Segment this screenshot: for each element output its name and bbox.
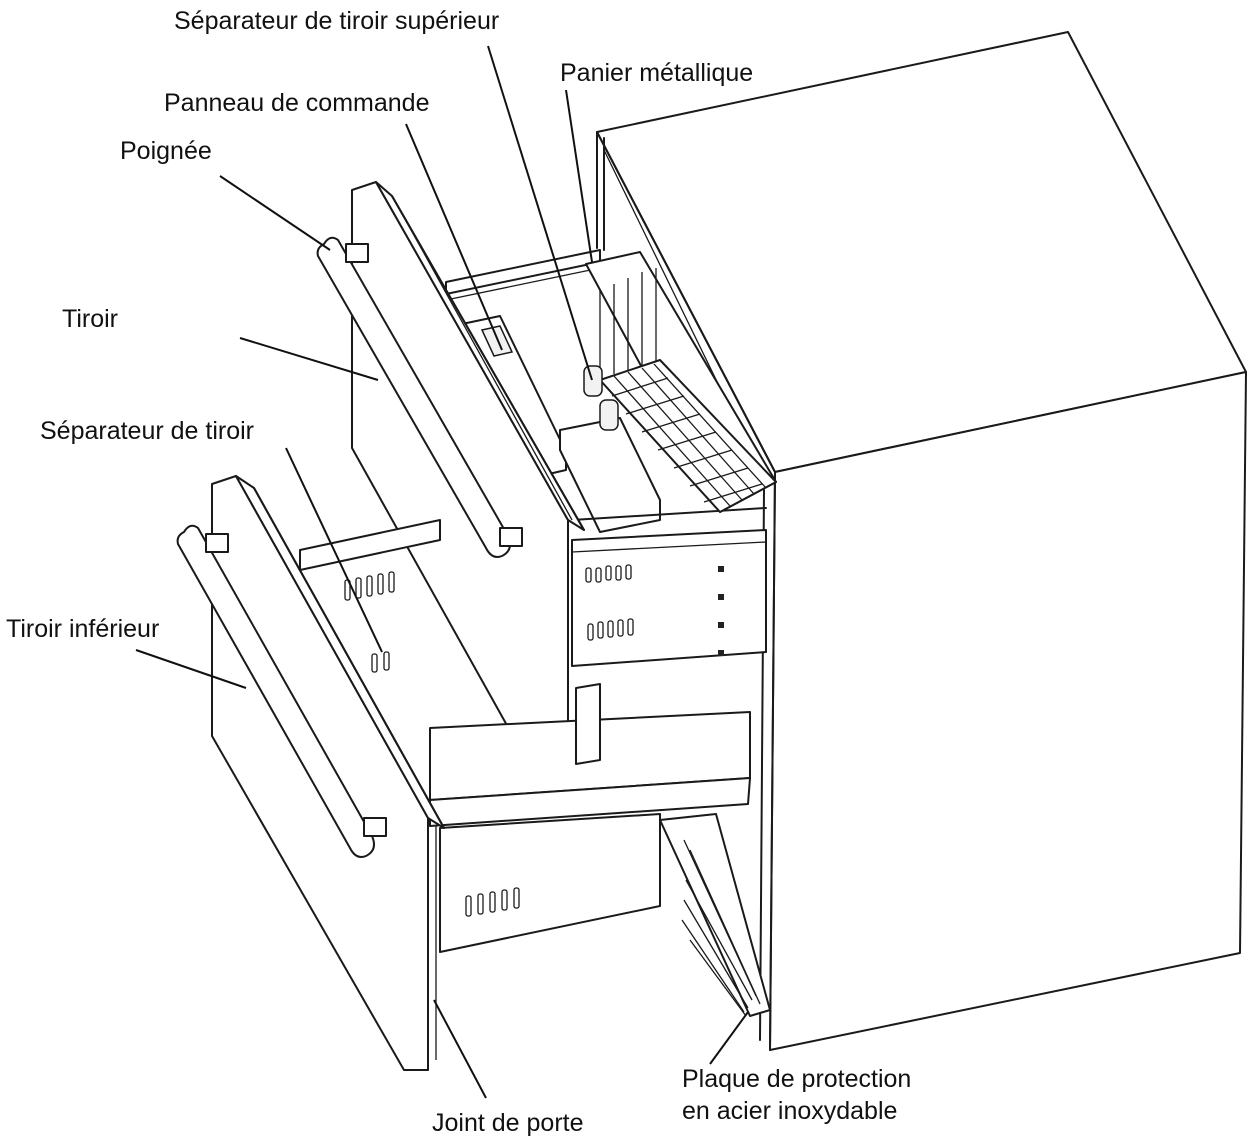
lower-handle [176,524,387,858]
label-top-drawer-divider: Séparateur de tiroir supérieur [174,7,500,35]
upper-handle [316,236,523,558]
label-door-gasket: Joint de porte [432,1109,584,1137]
label-metal-basket: Panier métallique [560,59,754,87]
label-guard-plate-line2: en acier inoxydable [682,1097,898,1125]
lower-drawer [176,475,445,1071]
upper-drawer [316,181,585,789]
lower-compartment [299,519,751,953]
stainless-guard-plate [659,813,771,1017]
label-control-panel: Panneau de commande [164,89,430,117]
leader-lines [135,45,749,1099]
cabinet-body [596,31,1247,1051]
label-drawer: Tiroir [62,305,119,333]
metal-basket [583,251,777,513]
label-guard-plate-line1: Plaque de protection [682,1065,912,1093]
upper-compartment [445,249,767,667]
label-drawer-divider: Séparateur de tiroir [40,417,255,445]
label-handle: Poignée [120,137,212,165]
label-lower-drawer: Tiroir inférieur [6,615,160,643]
